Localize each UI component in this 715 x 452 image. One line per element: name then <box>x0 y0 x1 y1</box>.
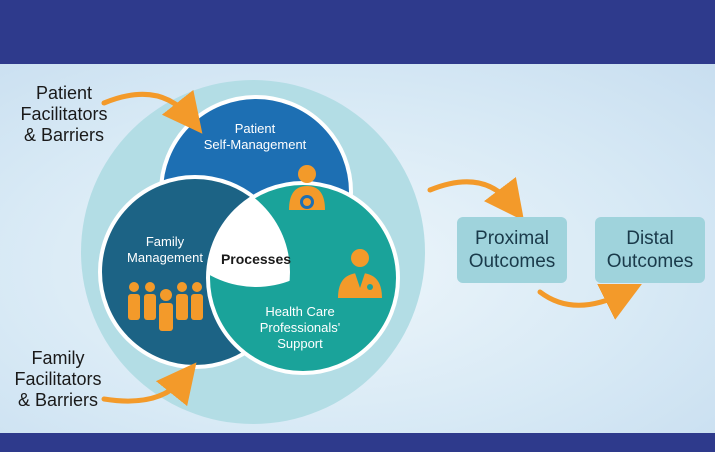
proximal-outcomes-box: Proximal Outcomes <box>457 217 567 283</box>
family-facilitators-label: Family Facilitators & Barriers <box>14 348 102 410</box>
patient-facilitators-label: Patient Facilitators & Barriers <box>20 83 108 145</box>
family-facilitators-arrow <box>101 362 197 407</box>
processes-label: Processes <box>220 251 292 267</box>
to-proximal-arrow <box>427 176 525 221</box>
health-care-support-label: Health Care Professionals' Support <box>259 304 341 351</box>
family-group-icon <box>128 282 203 331</box>
processes-region <box>208 183 290 287</box>
distal-outcomes-box: Distal Outcomes <box>595 217 705 283</box>
family-management-label: Family Management <box>127 234 203 265</box>
patient-self-management-label: Patient Self-Management <box>203 121 307 152</box>
patient-facilitators-arrow <box>101 89 203 134</box>
to-distal-arrow <box>537 284 642 320</box>
footer-band <box>0 433 715 452</box>
doctor-icon <box>338 249 382 298</box>
person-gear-icon <box>289 165 325 210</box>
header-band <box>0 0 715 64</box>
